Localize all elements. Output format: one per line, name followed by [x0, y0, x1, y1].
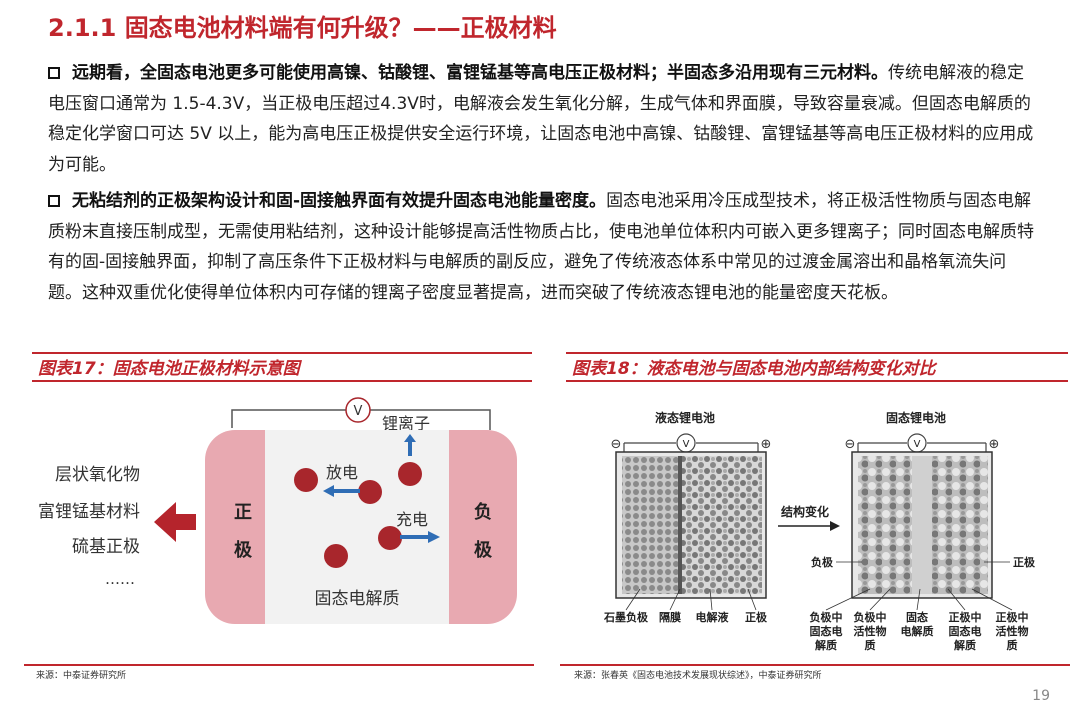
label-cathode-electrolyte-2: 固态电 — [949, 624, 982, 638]
li-ion-particle — [358, 480, 382, 504]
label-cathode-active-1: 正极中 — [996, 610, 1029, 624]
checkbox-bullet-icon — [48, 67, 60, 79]
structure-change-label: 结构变化 — [781, 504, 829, 519]
liquid-voltmeter-label: V — [683, 439, 690, 450]
solid-voltmeter-label: V — [914, 439, 921, 450]
anode-label-2: 极 — [474, 540, 493, 561]
liquid-cathode — [682, 456, 762, 594]
label-separator: 隔膜 — [659, 610, 681, 624]
figure-18-source: 来源：张春英《固态电池技术发展现状综述》，中泰证券研究所 — [574, 671, 822, 681]
label-anode-electrolyte-3: 解质 — [815, 638, 837, 652]
li-ion-particle — [398, 462, 422, 486]
discharge-arrowhead — [323, 485, 334, 497]
paragraph-cathode-voltage: 远期看，全固态电池更多可能使用高镍、钴酸锂、富锂锰基等高电压正极材料；半固态多沿… — [48, 58, 1038, 180]
charge-label: 充电 — [396, 510, 428, 529]
label-graphite-anode: 石墨负极 — [603, 610, 649, 624]
solid-leader-lines — [825, 588, 1013, 611]
figure-17-diagram: V 锂离子 正 极 负 极 放电 充电 固态电解质 层状氧化物 富锂锰基材料 硫… — [38, 397, 517, 624]
structure-change-arrowhead — [830, 521, 840, 531]
li-ion-arrowhead — [404, 434, 416, 442]
label-cathode: 正极 — [745, 610, 768, 624]
liquid-battery-title: 液态锂电池 — [655, 410, 715, 425]
solid-cathode — [932, 456, 988, 594]
figure-18-title: 图表18：液态电池与固态电池内部结构变化对比 — [566, 352, 1068, 382]
li-ion-label: 锂离子 — [382, 414, 430, 433]
figure-17-source-rule — [24, 664, 534, 666]
solid-electrolyte-layer — [912, 456, 932, 594]
voltmeter-label: V — [354, 404, 363, 419]
electrolyte-label: 固态电解质 — [315, 589, 400, 609]
solid-anode — [858, 456, 912, 594]
figure-18-source-rule — [560, 664, 1070, 666]
label-positive: 正极 — [1013, 555, 1036, 569]
label-electrolyte: 电解液 — [696, 610, 730, 624]
cathode-materials-arrow — [154, 502, 196, 542]
paragraph-lead: 远期看，全固态电池更多可能使用高镍、钴酸锂、富锂锰基等高电压正极材料；半固态多沿… — [72, 63, 888, 83]
circuit-wire — [231, 409, 346, 428]
material-item-ellipsis: …… — [105, 570, 135, 588]
separator — [678, 456, 682, 594]
voltmeter-icon — [345, 397, 371, 423]
label-solid-electrolyte-1: 固态 — [906, 610, 928, 624]
liquid-leader-lines — [625, 588, 757, 611]
circuit-wire — [370, 409, 491, 430]
graphite-anode — [622, 456, 678, 594]
li-ion-particle — [294, 468, 318, 492]
solid-electrolyte-region — [265, 430, 449, 624]
paragraph-body: 固态电池采用冷压成型技术，将正极活性物质与固态电解质粉末直接压制成型，无需使用粘… — [48, 191, 1034, 303]
label-anode-active-3: 质 — [865, 638, 876, 652]
paragraph-binder-free: 无粘结剂的正极架构设计和固-固接触界面有效提升固态电池能量密度。固态电池采用冷压… — [48, 186, 1038, 308]
material-item: 富锂锰基材料 — [38, 502, 140, 522]
material-item: 层状氧化物 — [55, 465, 140, 485]
positive-terminal-icon: ⊕ — [761, 437, 772, 452]
figure-17-title: 图表17：固态电池正极材料示意图 — [32, 352, 532, 382]
solid-circuit-wire — [857, 442, 987, 452]
figure-17-source: 来源：中泰证券研究所 — [36, 671, 127, 681]
label-anode-active-2: 活性物 — [854, 624, 887, 638]
cathode-label-1: 正 — [234, 502, 252, 523]
paragraph-body: 传统电解液的稳定电压窗口通常为 1.5-4.3V，当正极电压超过4.3V时，电解… — [48, 63, 1034, 175]
anode-label-1: 负 — [474, 501, 492, 523]
label-anode-electrolyte-2: 固态电 — [810, 624, 843, 638]
positive-terminal-icon: ⊕ — [989, 437, 1000, 452]
checkbox-bullet-icon — [48, 195, 60, 207]
discharge-label: 放电 — [326, 463, 358, 482]
label-negative: 负极 — [811, 555, 834, 569]
paragraph-lead: 无粘结剂的正极架构设计和固-固接触界面有效提升固态电池能量密度。 — [72, 191, 607, 211]
label-cathode-active-3: 质 — [1007, 638, 1018, 652]
cathode-label-2: 极 — [234, 540, 253, 561]
negative-terminal-icon: ⊖ — [845, 437, 856, 452]
li-ion-particle — [324, 544, 348, 568]
material-item: 硫基正极 — [72, 537, 140, 557]
page-title: 2.1.1 固态电池材料端有何升级？——正极材料 — [48, 14, 557, 42]
label-cathode-electrolyte-3: 解质 — [954, 638, 976, 652]
page-number: 19 — [1032, 688, 1050, 704]
label-solid-electrolyte-2: 电解质 — [901, 624, 934, 638]
label-anode-active-1: 负极中 — [854, 610, 887, 624]
charge-arrowhead — [428, 531, 440, 543]
liquid-circuit-wire — [623, 442, 759, 452]
li-ion-particle — [378, 526, 402, 550]
solid-battery-title: 固态锂电池 — [886, 410, 946, 425]
figure-18-diagram: 液态锂电池 ⊖ ⊕ V 石墨负极 隔膜 电解液 正极 结构变化 固态锂电池 ⊖ … — [603, 410, 1036, 652]
label-cathode-active-2: 活性物 — [996, 624, 1029, 638]
negative-terminal-icon: ⊖ — [611, 437, 622, 452]
label-anode-electrolyte-1: 负极中 — [810, 610, 843, 624]
label-cathode-electrolyte-1: 正极中 — [949, 610, 982, 624]
